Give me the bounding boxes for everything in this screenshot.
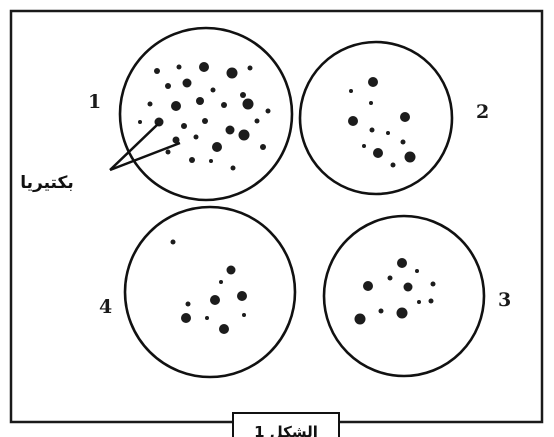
colony bbox=[165, 83, 171, 89]
colony bbox=[230, 165, 236, 171]
dish-number-2: 2 bbox=[476, 101, 489, 123]
dish-number-3: 3 bbox=[498, 289, 511, 311]
colony bbox=[240, 92, 246, 98]
petri-dish-4 bbox=[123, 205, 297, 379]
colony bbox=[182, 78, 192, 88]
colony bbox=[354, 313, 366, 325]
colony bbox=[202, 118, 208, 124]
colony bbox=[210, 295, 220, 305]
colony bbox=[428, 298, 434, 304]
caption-text: الشكل 1 bbox=[254, 423, 318, 437]
colony bbox=[209, 159, 213, 163]
colony bbox=[403, 282, 413, 292]
colony bbox=[196, 97, 204, 105]
bacteria-label: بكتيريا bbox=[20, 173, 74, 193]
colony bbox=[400, 139, 406, 145]
pointer-arrows bbox=[109, 123, 181, 172]
colony bbox=[199, 62, 209, 72]
colony bbox=[212, 142, 222, 152]
petri-dish-3 bbox=[322, 214, 486, 378]
colony bbox=[362, 144, 366, 148]
colony bbox=[172, 136, 180, 144]
dish-outline bbox=[123, 205, 297, 379]
colony bbox=[205, 316, 209, 320]
colony bbox=[193, 134, 199, 140]
colony bbox=[386, 131, 390, 135]
colony bbox=[225, 125, 235, 135]
pointer-line-upper bbox=[109, 123, 159, 171]
colony bbox=[165, 149, 171, 155]
colony bbox=[170, 239, 176, 245]
colony bbox=[219, 324, 229, 334]
colony bbox=[181, 313, 191, 323]
colony bbox=[219, 280, 223, 284]
colony bbox=[242, 313, 246, 317]
colony bbox=[390, 162, 396, 168]
colony bbox=[176, 64, 182, 70]
colony bbox=[242, 98, 254, 110]
colony bbox=[415, 269, 419, 273]
dish-outline bbox=[322, 214, 486, 378]
colony bbox=[400, 112, 410, 122]
colony bbox=[417, 300, 421, 304]
bacteria-colonies bbox=[348, 77, 416, 168]
petri-dish-1 bbox=[118, 26, 294, 202]
colony bbox=[396, 307, 408, 319]
colony bbox=[237, 291, 247, 301]
colony bbox=[138, 120, 142, 124]
colony bbox=[363, 281, 373, 291]
figure-caption: الشكل 1 bbox=[232, 412, 340, 437]
colony bbox=[387, 275, 393, 281]
figure-frame bbox=[9, 9, 544, 424]
colony bbox=[397, 258, 407, 268]
colony bbox=[404, 151, 416, 163]
colony bbox=[378, 308, 384, 314]
colony bbox=[254, 118, 260, 124]
colony bbox=[368, 77, 378, 87]
caption-box bbox=[232, 412, 340, 437]
petri-dish-2 bbox=[298, 40, 454, 196]
colony bbox=[247, 65, 253, 71]
dish-outline bbox=[118, 26, 294, 202]
colony bbox=[147, 101, 153, 107]
colony bbox=[154, 68, 160, 74]
colony bbox=[181, 123, 187, 129]
colony bbox=[349, 89, 353, 93]
colony bbox=[185, 301, 191, 307]
colony bbox=[430, 281, 436, 287]
dish-number-4: 4 bbox=[99, 296, 112, 318]
pointer-line-lower bbox=[109, 141, 181, 172]
colony bbox=[221, 102, 227, 108]
colony bbox=[369, 101, 373, 105]
colony bbox=[238, 129, 250, 141]
dish-number-1: 1 bbox=[88, 91, 101, 113]
bacteria-colonies bbox=[354, 258, 436, 325]
colony bbox=[226, 67, 238, 79]
bacteria-colonies bbox=[170, 239, 247, 334]
colony bbox=[210, 87, 216, 93]
colony bbox=[260, 144, 266, 150]
colony bbox=[369, 127, 375, 133]
colony bbox=[265, 108, 271, 114]
colony bbox=[373, 148, 383, 158]
colony bbox=[189, 157, 195, 163]
dish-outline bbox=[298, 40, 454, 196]
colony bbox=[171, 101, 181, 111]
bacteria-colonies bbox=[138, 62, 271, 171]
colony bbox=[348, 116, 358, 126]
colony bbox=[226, 265, 236, 275]
